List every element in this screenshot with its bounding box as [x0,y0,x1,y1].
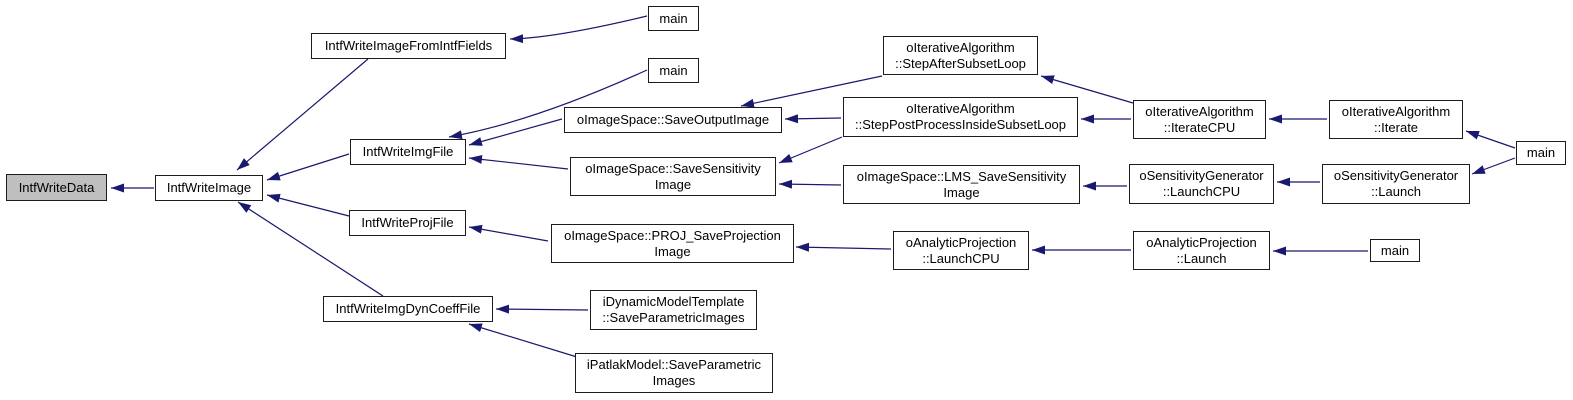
edge-intf-write-img-dyn-coeff-file-to-intf-write-image [237,201,384,297]
node-intf-write-data[interactable]: IntfWriteData [6,174,107,201]
node-o-image-space-proj-save-projection-image[interactable]: oImageSpace::PROJ_SaveProjection Image [551,224,794,263]
node-main-2[interactable]: main [648,58,699,83]
edge-o-image-space-save-sensitivity-image-to-intf-write-img-file [468,154,569,170]
edge-o-image-space-proj-save-projection-image-to-intf-write-proj-file [468,224,549,242]
node-intf-write-image-from-intf-fields[interactable]: IntfWriteImageFromIntfFields [311,33,506,59]
edge-intf-write-image-from-intf-fields-to-intf-write-image [236,58,369,171]
node-o-image-space-save-output-image[interactable]: oImageSpace::SaveOutputImage [564,107,782,133]
edge-i-patlak-model-save-parametric-images-to-intf-write-img-dyn-coeff-file [468,323,578,358]
node-o-iterative-algorithm-iterate-cpu[interactable]: oIterativeAlgorithm ::IterateCPU [1133,100,1266,139]
node-o-sensitivity-generator-launch[interactable]: oSensitivityGenerator ::Launch [1322,164,1470,204]
node-intf-write-image[interactable]: IntfWriteImage [155,175,263,201]
node-i-dynamic-model-template-save-parametric-images[interactable]: iDynamicModelTemplate ::SaveParametricIm… [590,290,757,330]
node-o-image-space-lms-save-sensitivity-image[interactable]: oImageSpace::LMS_SaveSensitivity Image [843,165,1080,204]
edge-o-image-space-save-output-image-to-intf-write-img-file [468,118,563,146]
node-intf-write-img-dyn-coeff-file[interactable]: IntfWriteImgDynCoeffFile [323,296,493,322]
node-o-iterative-algorithm-step-after-subset-loop[interactable]: oIterativeAlgorithm ::StepAfterSubsetLoo… [883,36,1038,75]
edge-main-2-to-intf-write-img-file [448,69,648,140]
node-intf-write-proj-file[interactable]: IntfWriteProjFile [349,210,466,236]
node-main-3[interactable]: main [1516,141,1566,165]
edge-main-3-to-o-sensitivity-generator-launch [1471,157,1516,175]
node-o-analytic-projection-launch-cpu[interactable]: oAnalyticProjection ::LaunchCPU [893,231,1029,270]
node-o-image-space-save-sensitivity-image[interactable]: oImageSpace::SaveSensitivity Image [570,157,776,196]
edge-o-analytic-projection-launch-cpu-to-o-image-space-proj-save-projection-image [795,242,892,252]
node-main-4[interactable]: main [1370,239,1420,262]
edge-main-1-to-intf-write-image-from-intf-fields [509,15,648,44]
edge-i-dynamic-model-template-save-parametric-images-to-intf-write-img-dyn-coeff-file [495,304,589,314]
edge-main-3-to-o-iterative-algorithm-iterate [1465,130,1516,149]
node-main-1[interactable]: main [648,6,699,31]
node-o-analytic-projection-launch[interactable]: oAnalyticProjection ::Launch [1133,231,1270,270]
node-o-iterative-algorithm-iterate[interactable]: oIterativeAlgorithm ::Iterate [1329,100,1463,139]
edge-o-iterative-algorithm-step-after-subset-loop-to-o-image-space-save-output-image [740,75,883,108]
edges-group [111,15,1516,358]
node-o-sensitivity-generator-launch-cpu[interactable]: oSensitivityGenerator ::LaunchCPU [1129,164,1274,204]
node-intf-write-img-file[interactable]: IntfWriteImgFile [350,139,466,165]
edge-o-iterative-algorithm-step-post-process-inside-subset-loop-to-o-image-space-save-output-image [784,114,842,124]
edge-o-iterative-algorithm-iterate-cpu-to-o-iterative-algorithm-step-after-subset-loop [1040,75,1134,104]
edge-intf-write-proj-file-to-intf-write-image [266,193,350,217]
edge-o-image-space-lms-save-sensitivity-image-to-o-image-space-save-sensitivity-image [778,179,842,189]
edge-o-iterative-algorithm-step-post-process-inside-subset-loop-to-o-image-space-save-sensitivity-image [778,136,843,164]
edge-intf-write-img-file-to-intf-write-image [266,153,350,181]
node-o-iterative-algorithm-step-post-process-inside-subset-loop[interactable]: oIterativeAlgorithm ::StepPostProcessIns… [843,97,1078,137]
node-i-patlak-model-save-parametric-images[interactable]: iPatlakModel::SaveParametric Images [575,353,773,393]
